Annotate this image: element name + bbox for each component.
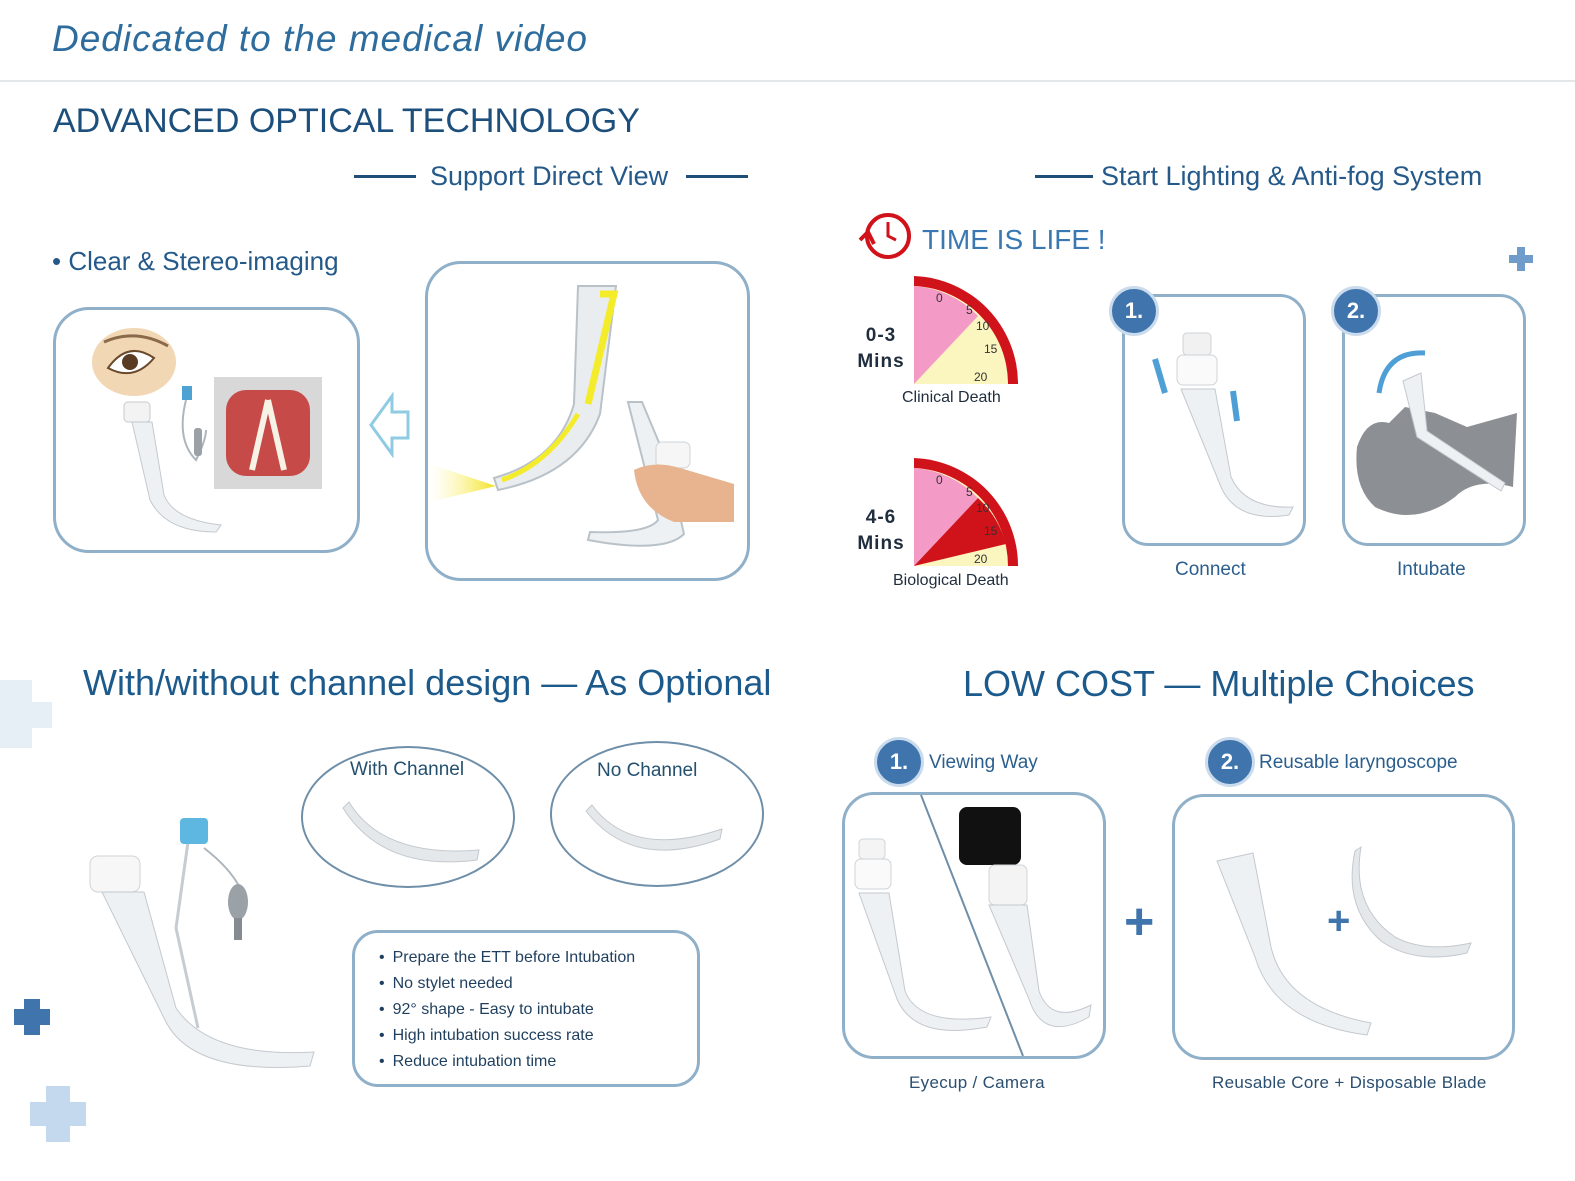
arrow-left-icon — [369, 392, 410, 458]
heading-dash-right — [686, 175, 748, 178]
feature-item: No stylet needed — [379, 971, 675, 997]
with-channel-label: With Channel — [350, 759, 465, 780]
channel-design-title: With/without channel design — As Optiona… — [83, 662, 772, 703]
direct-view-heading: Support Direct View — [430, 161, 669, 191]
connect-step-panel — [1122, 294, 1306, 546]
reusable-laryngoscope-number: 2. — [1205, 737, 1255, 787]
viewing-way-label: Viewing Way — [929, 752, 1038, 773]
feature-item: Reduce intubation time — [379, 1049, 675, 1075]
feature-item: 92° shape - Easy to intubate — [379, 997, 675, 1023]
reusable-laryngoscope-illustration — [1216, 845, 1472, 1036]
no-channel-label: No Channel — [597, 760, 698, 781]
gauge2-tick-0: 0 — [936, 473, 943, 487]
clinical-death-caption: Clinical Death — [902, 389, 1001, 406]
gauge1-mins-unit: Mins — [857, 351, 905, 372]
plus-decoration-icon — [1509, 247, 1533, 271]
plus-decoration-light-icon — [30, 1086, 86, 1142]
gauge2-mins: 4-6 Mins — [855, 505, 907, 557]
channel-scope-illustration — [89, 818, 315, 1068]
connect-caption: Connect — [1175, 559, 1246, 580]
intubate-caption: Intubate — [1397, 559, 1466, 580]
plus-icon: + — [1124, 893, 1155, 951]
connect-illustration — [1152, 332, 1294, 517]
with-channel-blade — [342, 801, 480, 863]
no-channel-oval — [550, 741, 764, 887]
viewing-way-panel — [842, 792, 1106, 1059]
gauge1-tick-20: 20 — [974, 370, 988, 384]
plus-decoration-left-icon — [0, 680, 52, 748]
channel-features-list: Prepare the ETT before Intubation No sty… — [379, 945, 675, 1075]
time-is-life-label: TIME IS LIFE ! — [922, 224, 1106, 255]
reusable-laryngoscope-panel: + — [1172, 794, 1515, 1060]
gauge1-mins-range: 0-3 — [865, 325, 897, 346]
page-title: ADVANCED OPTICAL TECHNOLOGY — [53, 102, 640, 140]
lighting-heading-dash — [1035, 175, 1093, 178]
feature-item: High intubation success rate — [379, 1023, 675, 1049]
stereo-imaging-illustration — [92, 328, 322, 533]
low-cost-title: LOW COST — Multiple Choices — [963, 663, 1475, 704]
intubate-illustration — [1356, 350, 1517, 515]
viewing-way-number: 1. — [874, 737, 924, 787]
gauge2-tick-10: 10 — [976, 501, 990, 515]
alarm-clock-icon — [858, 213, 911, 259]
tagline: Dedicated to the medical video — [52, 18, 588, 59]
lighting-heading: Start Lighting & Anti-fog System — [1101, 161, 1483, 191]
viewing-way-illustration — [854, 795, 1092, 1056]
feature-item: Prepare the ETT before Intubation — [379, 945, 675, 971]
direct-view-illustration — [430, 285, 734, 547]
plus-decoration-blue-icon — [14, 999, 50, 1035]
header-divider — [0, 80, 1575, 82]
gauge2-mins-range: 4-6 — [865, 507, 897, 528]
connect-step-number: 1. — [1109, 286, 1159, 336]
with-channel-oval — [301, 746, 515, 888]
viewing-way-caption: Eyecup / Camera — [909, 1073, 1045, 1092]
gauge1-tick-5: 5 — [966, 303, 973, 317]
gauge2-mins-unit: Mins — [857, 533, 905, 554]
gauge2-tick-15: 15 — [984, 524, 998, 538]
gauge1-mins: 0-3 Mins — [855, 323, 907, 375]
gauge2-tick-5: 5 — [966, 485, 973, 499]
reusable-laryngoscope-label: Reusable laryngoscope — [1259, 752, 1458, 773]
biological-death-caption: Biological Death — [893, 572, 1009, 589]
gauge1-tick-10: 10 — [976, 319, 990, 333]
intubate-step-number: 2. — [1331, 286, 1381, 336]
reusable-laryngoscope-caption: Reusable Core + Disposable Blade — [1212, 1073, 1487, 1092]
stereo-imaging-bullet: • Clear & Stereo-imaging — [52, 246, 339, 276]
inner-plus-icon: + — [1327, 899, 1351, 943]
biological-death-gauge: 0 5 10 15 20 — [914, 458, 1018, 566]
no-channel-blade — [585, 804, 723, 851]
stereo-imaging-panel — [53, 307, 360, 553]
heading-dash-left — [354, 175, 416, 178]
gauge1-tick-15: 15 — [984, 342, 998, 356]
clinical-death-gauge: 0 5 10 15 20 — [914, 276, 1018, 384]
channel-features-box: Prepare the ETT before Intubation No sty… — [352, 930, 700, 1087]
intubate-step-panel — [1342, 294, 1526, 546]
gauge1-tick-0: 0 — [936, 291, 943, 305]
direct-view-panel — [425, 261, 750, 581]
gauge2-tick-20: 20 — [974, 552, 988, 566]
